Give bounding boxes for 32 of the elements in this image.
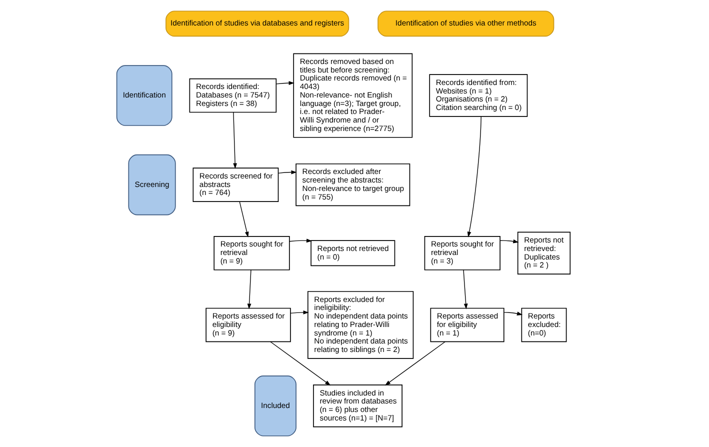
arrow [276,81,294,85]
node-box: Records identified: Databases (n = 7547) Registers (n = 38) [189,78,277,113]
node-box: Identification of studies via databases and registers [166,10,350,37]
node-box: Reports assessed for eligibility (n = 9) [206,308,291,342]
arrow [467,116,482,238]
node-box: Records removed based on titles but before screening: Duplicate records removed (n = 4043) Non-relevance- not English language (n=3); Target group, i.e. not related to Prader-Willi Syndrome and / or sibling experience (n=2775) [293,53,413,138]
node-box: Reports excluded: (n=0) [521,308,567,342]
arrow [384,341,446,386]
node-box: Reports excluded for ineligibility: No independent data points relating to Prader-Willi syndrome (n = 1) No independent data points relating to siblings (n = 2) [307,291,414,359]
node-box: Included [254,375,296,436]
node-box: Identification of studies via other methods [378,10,554,37]
node-box: Reports not retrieved (n = 0) [310,240,396,266]
arrow [247,270,252,310]
node-box: Reports not retrieved: Duplicates (n = 2 ) [517,232,571,274]
node-box: Screening [128,154,176,216]
arrow [270,341,331,386]
node-box: Records screened for abstracts (n = 764) [192,168,279,202]
node-box: Records identified from: Websites (n = 1) Organisations (n = 2) Citation searching (n = 0) [429,74,528,117]
arrow [289,238,312,243]
arrow [290,310,309,314]
arrow [239,201,249,238]
node-box: Reports sought for retrieval (n = 3) [424,236,500,270]
arrow [500,239,519,244]
node-box: Records excluded after screening the abstracts: Non-relevance to target group (n = 755) [296,163,410,206]
node-box: Identification [116,65,172,126]
node-box: Reports sought for retrieval (n = 9) [214,236,290,270]
arrow [278,170,297,174]
node-box: Studies included in review from databases (n = 6) plus other sources (n=1) = [N=7] [313,384,402,428]
node-box: Reports assessed for eligibility (n = 1) [430,308,504,342]
arrow [463,270,468,310]
arrow [233,112,237,169]
arrow [504,312,523,316]
